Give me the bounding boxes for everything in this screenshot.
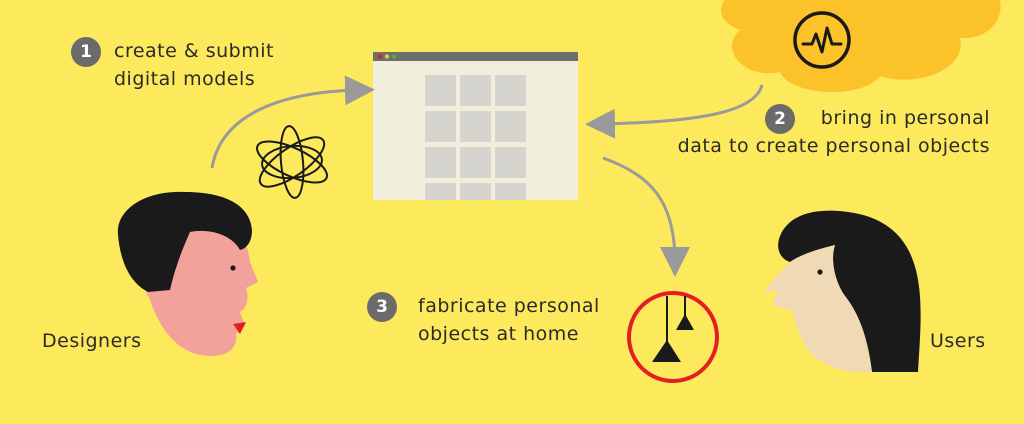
- heartbeat-icon: [793, 11, 851, 69]
- step-3-badge: 3: [367, 292, 397, 322]
- step-2-badge: 2: [765, 104, 795, 134]
- user-avatar: [765, 210, 921, 372]
- step-3-text: fabricate personal objects at home: [418, 292, 600, 348]
- step-1-text: create & submit digital models: [114, 37, 274, 93]
- designer-avatar: [117, 191, 258, 357]
- step-1-badge: 1: [71, 37, 101, 67]
- step-1-line-1: create & submit: [114, 40, 274, 62]
- users-label: Users: [930, 330, 986, 352]
- step-2-line-1: bring in personal: [820, 107, 990, 129]
- data-cloud: [720, 0, 1001, 93]
- abstract-3d-model-icon: [256, 125, 328, 199]
- arrow-cloud-to-platform: [585, 84, 764, 139]
- step-3-line-1: fabricate personal: [418, 295, 600, 317]
- step-2-line-2: data to create personal objects: [677, 135, 990, 157]
- designers-label: Designers: [42, 330, 142, 352]
- step-3-line-2: objects at home: [418, 323, 579, 345]
- step-2-text: bring in personal data to create persona…: [678, 104, 990, 160]
- arrow-designer-to-platform: [210, 75, 375, 169]
- step-1-line-2: digital models: [114, 68, 256, 90]
- arrow-platform-to-object: [602, 156, 690, 277]
- browser-window-grid-icon: [373, 52, 578, 200]
- pendant-lamps-icon: [627, 291, 719, 383]
